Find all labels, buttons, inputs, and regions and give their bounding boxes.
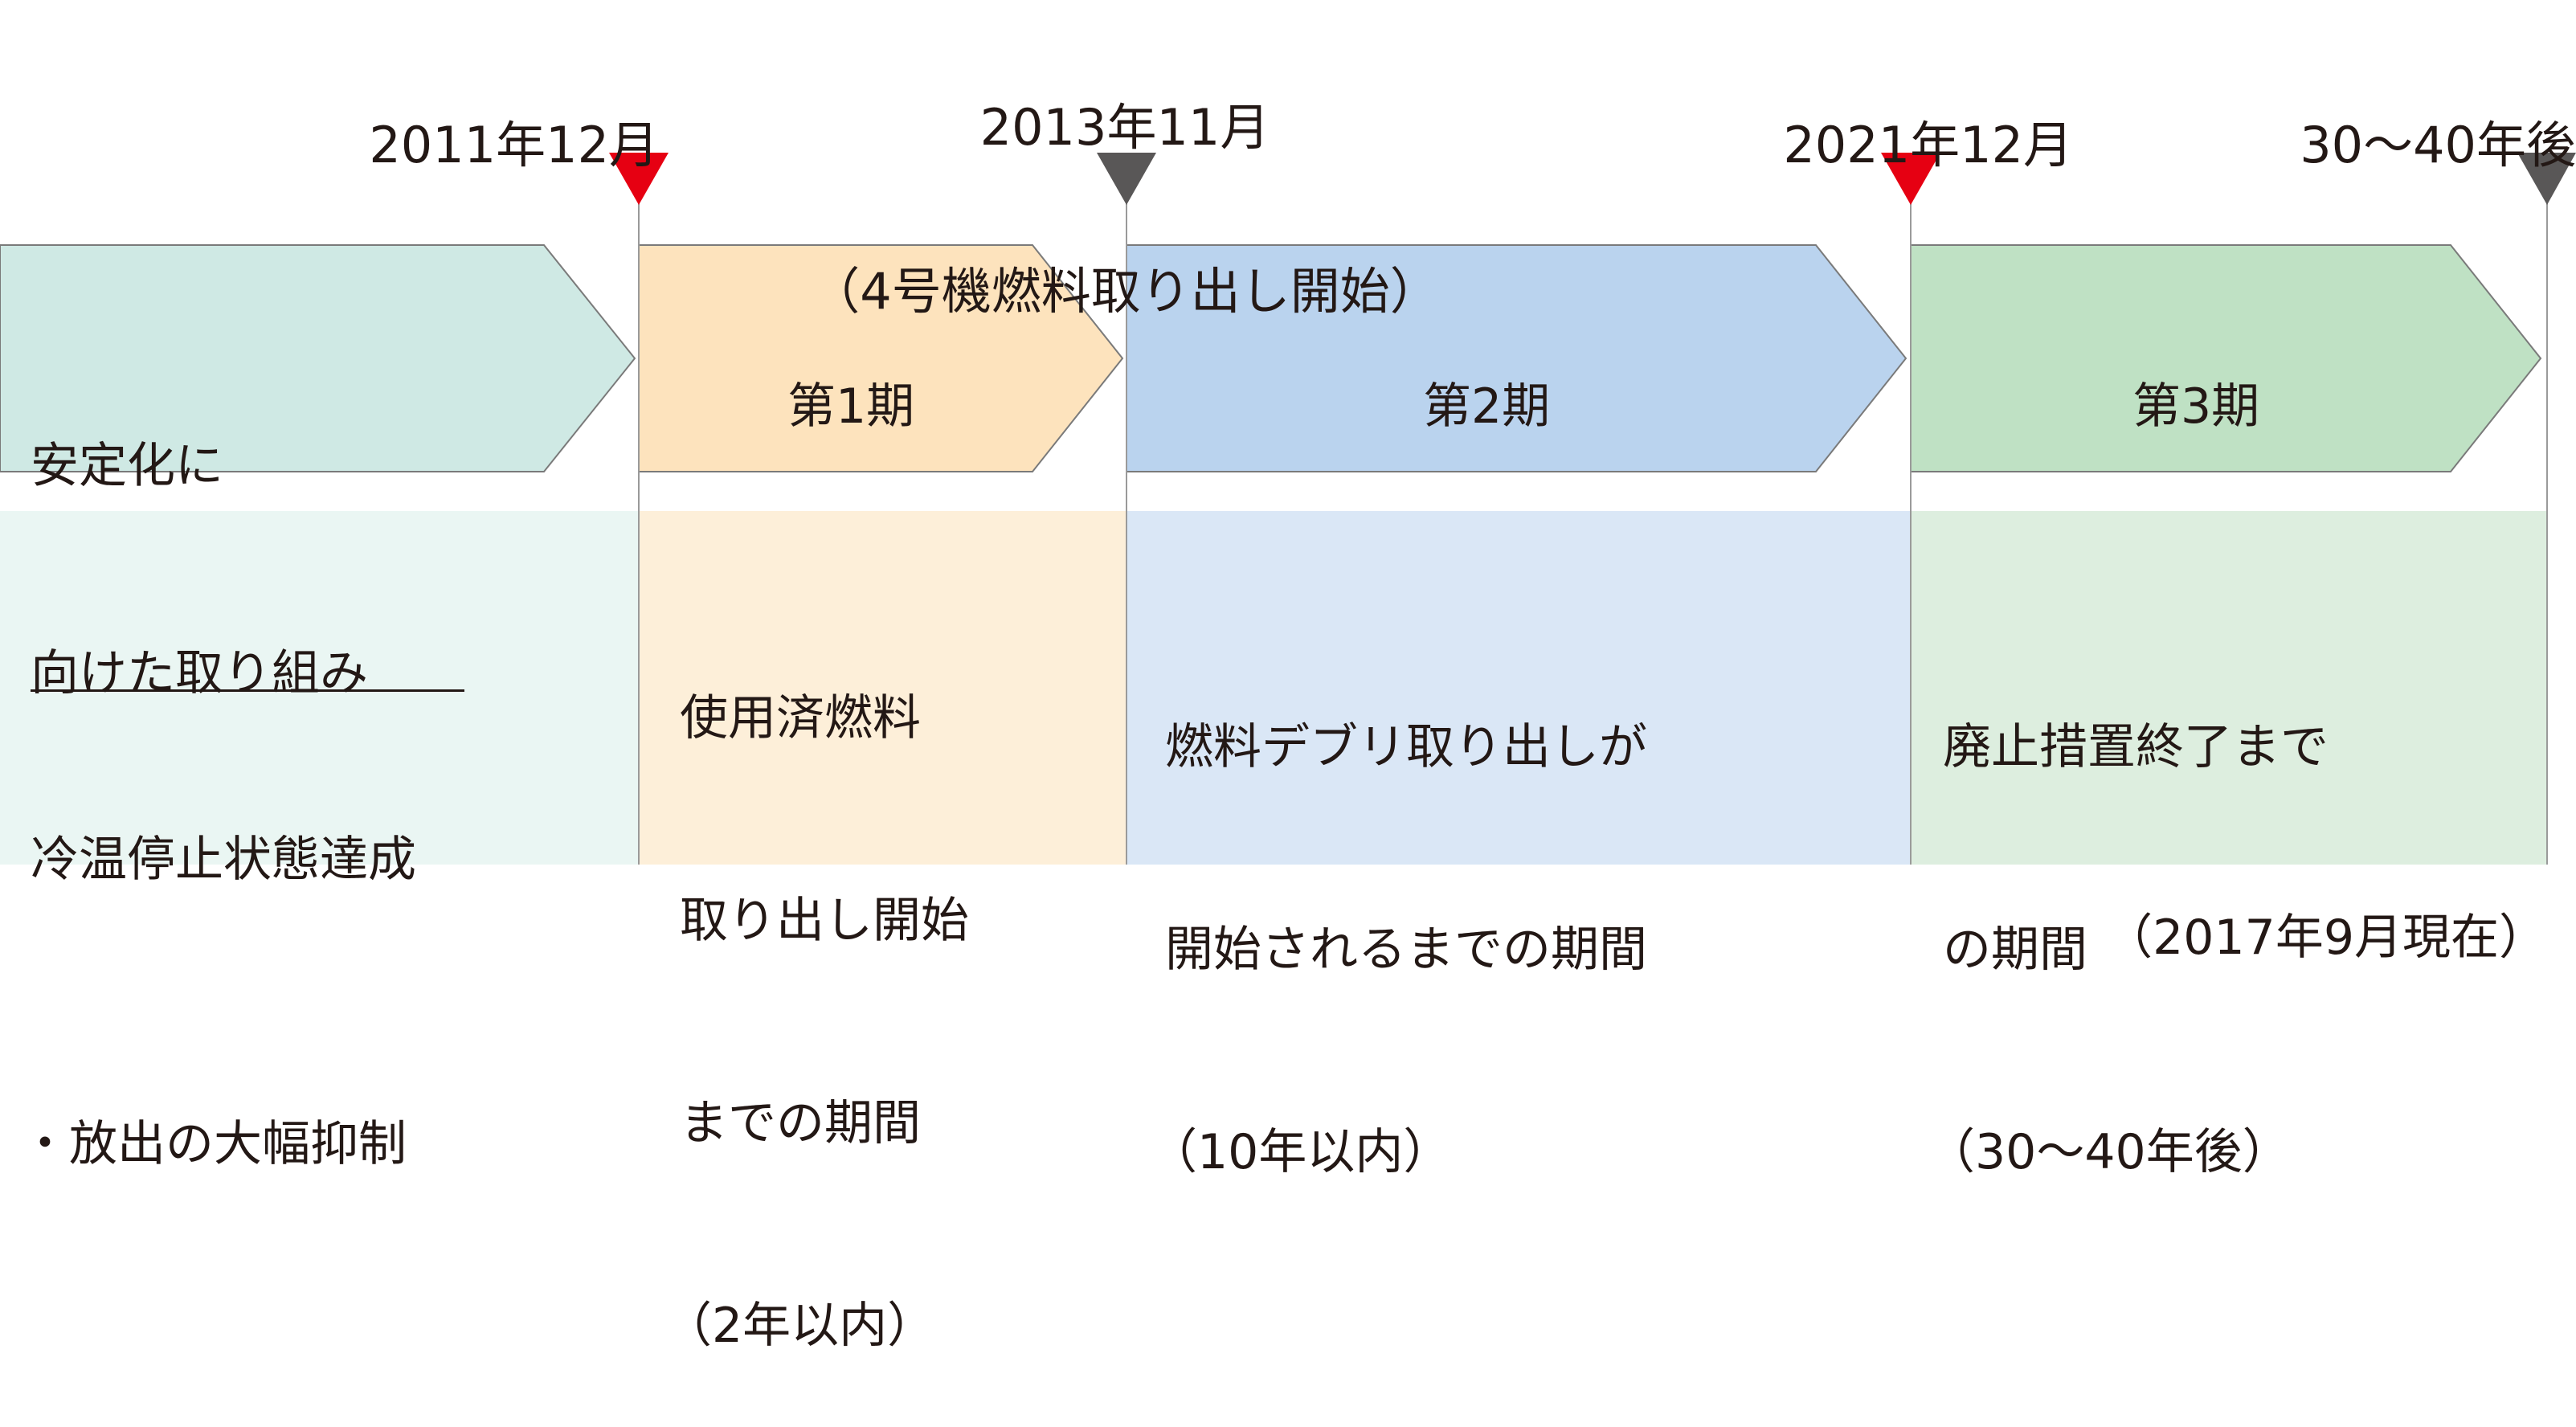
prep-description-underline <box>31 689 464 692</box>
phase1-description-line-1: 使用済燃料 <box>680 690 921 746</box>
timeline-diagram <box>0 153 2576 865</box>
milestone-marker-4 <box>2517 153 2576 205</box>
phase2-description-line-2: 開始されるまでの期間 <box>1165 922 1647 978</box>
phase2-description: 燃料デブリ取り出しが 開始されるまでの期間 （10年以内） <box>1149 579 1647 1253</box>
phase1-title: 第1期 <box>639 334 1032 431</box>
phase3-title-text: 第3期 <box>2132 378 2260 435</box>
phase3-description-line-1: 廃止措置終了まで <box>1943 719 2329 775</box>
milestone-1-date: 2011年12月 <box>369 116 660 174</box>
milestone-2-note: （4号機燃料取り出し開始） <box>810 262 1440 321</box>
phase1-title-text: 第1期 <box>787 378 915 435</box>
phase2-title-text: 第2期 <box>1422 378 1551 435</box>
phase1-description-line-4: （2年以内） <box>664 1298 936 1354</box>
phase3-title: 第3期 <box>1911 334 2451 431</box>
phase2-description-line-3: （10年以内） <box>1149 1124 1452 1180</box>
prep-description-line-2: ・放出の大幅抑制 <box>21 1116 407 1172</box>
milestone-4-date: 30～40年後 <box>2300 116 2576 174</box>
phase1-description: 使用済燃料 取り出し開始 までの期間 （2年以内） <box>664 550 969 1427</box>
as-of-note: （2017年9月現在） <box>2104 910 2547 966</box>
prep-description-line-1: 冷温停止状態達成 <box>31 832 416 888</box>
milestone-label-1: 2011年12月 <box>317 71 679 170</box>
prep-title-line-1: 安定化に <box>31 438 223 494</box>
phase2-description-line-1: 燃料デブリ取り出しが <box>1165 719 1647 775</box>
phase2-title: 第2期 <box>1126 334 1816 431</box>
milestone-marker-1 <box>609 153 669 205</box>
milestone-3-date: 2021年12月 <box>1783 116 2074 174</box>
phase3-description-box <box>1911 511 2547 865</box>
prep-description-box <box>0 511 639 865</box>
phase1-description-line-3: までの期間 <box>680 1095 921 1151</box>
prep-arrow <box>0 244 636 472</box>
prep-title: 安定化に 向けた取り組み <box>31 293 368 777</box>
milestone-2-date: 2013年11月 <box>979 98 1270 157</box>
milestone-label-2: 2013年11月 （4号機燃料取り出し開始） <box>771 3 1478 366</box>
phase1-description-line-2: 取り出し開始 <box>680 893 969 949</box>
milestone-marker-2 <box>1097 153 1156 205</box>
prep-title-line-2: 向けた取り組み <box>31 645 368 701</box>
phase3-description-line-3: （30～40年後） <box>1927 1124 2291 1180</box>
prep-description: 冷温停止状態達成 ・放出の大幅抑制 <box>21 623 416 1286</box>
milestone-label-3: 2021年12月 <box>1728 71 2097 170</box>
milestone-label-4: 30～40年後 <box>2250 71 2576 170</box>
milestone-marker-3 <box>1881 153 1940 205</box>
phase1-description-box <box>639 511 1126 865</box>
phase2-description-box <box>1126 511 1911 865</box>
